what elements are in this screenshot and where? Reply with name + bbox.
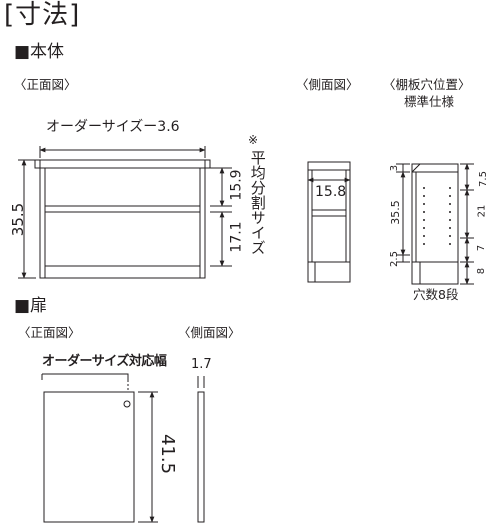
door-front-view-label: 〈正面図〉: [18, 325, 81, 340]
door-side-view: [197, 391, 205, 523]
section-heading-door: ■扉: [14, 296, 48, 316]
hole-span-dim: 21: [476, 204, 488, 218]
hole-top-dim: 3: [389, 164, 401, 172]
door-thickness: 1.7: [191, 357, 212, 372]
hole-top-right-dim: 7.5: [477, 171, 489, 187]
shelf-holes-sub: 標準仕様: [404, 94, 455, 109]
hole-base-dim: 2.5: [388, 251, 400, 267]
lower-inner-height: 17.1: [228, 221, 245, 253]
cabinet-front-view: [34, 159, 211, 279]
upper-inner-height: 15.9: [228, 169, 245, 201]
door-height: 41.5: [157, 433, 179, 475]
door-front-view: [43, 391, 135, 523]
note-mark: ※: [248, 133, 259, 147]
door-side-view-label: 〈側面図〉: [178, 325, 241, 340]
front-view-label: 〈正面図〉: [14, 77, 77, 92]
width-label: オーダーサイズー3.6: [46, 119, 180, 135]
hole-plinth-dim: 8: [476, 267, 488, 275]
door-knob-hole: [123, 400, 131, 408]
cabinet-side-view: [307, 161, 351, 283]
section-heading-main-body: ■本体: [14, 42, 65, 62]
shelf-hole-diagram: [411, 163, 459, 285]
hole-count: 穴数8段: [413, 287, 459, 302]
shelf-holes: [423, 187, 451, 245]
hole-bottom-right-dim: 7: [476, 244, 488, 252]
cabinet-height: 35.5: [9, 202, 28, 237]
page-title: [寸法]: [4, 0, 81, 30]
hole-height-dim: 35.5: [388, 200, 402, 225]
shelf-holes-label: 〈棚板穴位置〉: [383, 77, 471, 92]
side-depth: 15.8: [315, 184, 347, 200]
note-text: 平均分割サイズ: [248, 150, 267, 255]
side-view-label: 〈側面図〉: [296, 77, 359, 92]
door-width-label: オーダーサイズ対応幅: [42, 354, 167, 369]
